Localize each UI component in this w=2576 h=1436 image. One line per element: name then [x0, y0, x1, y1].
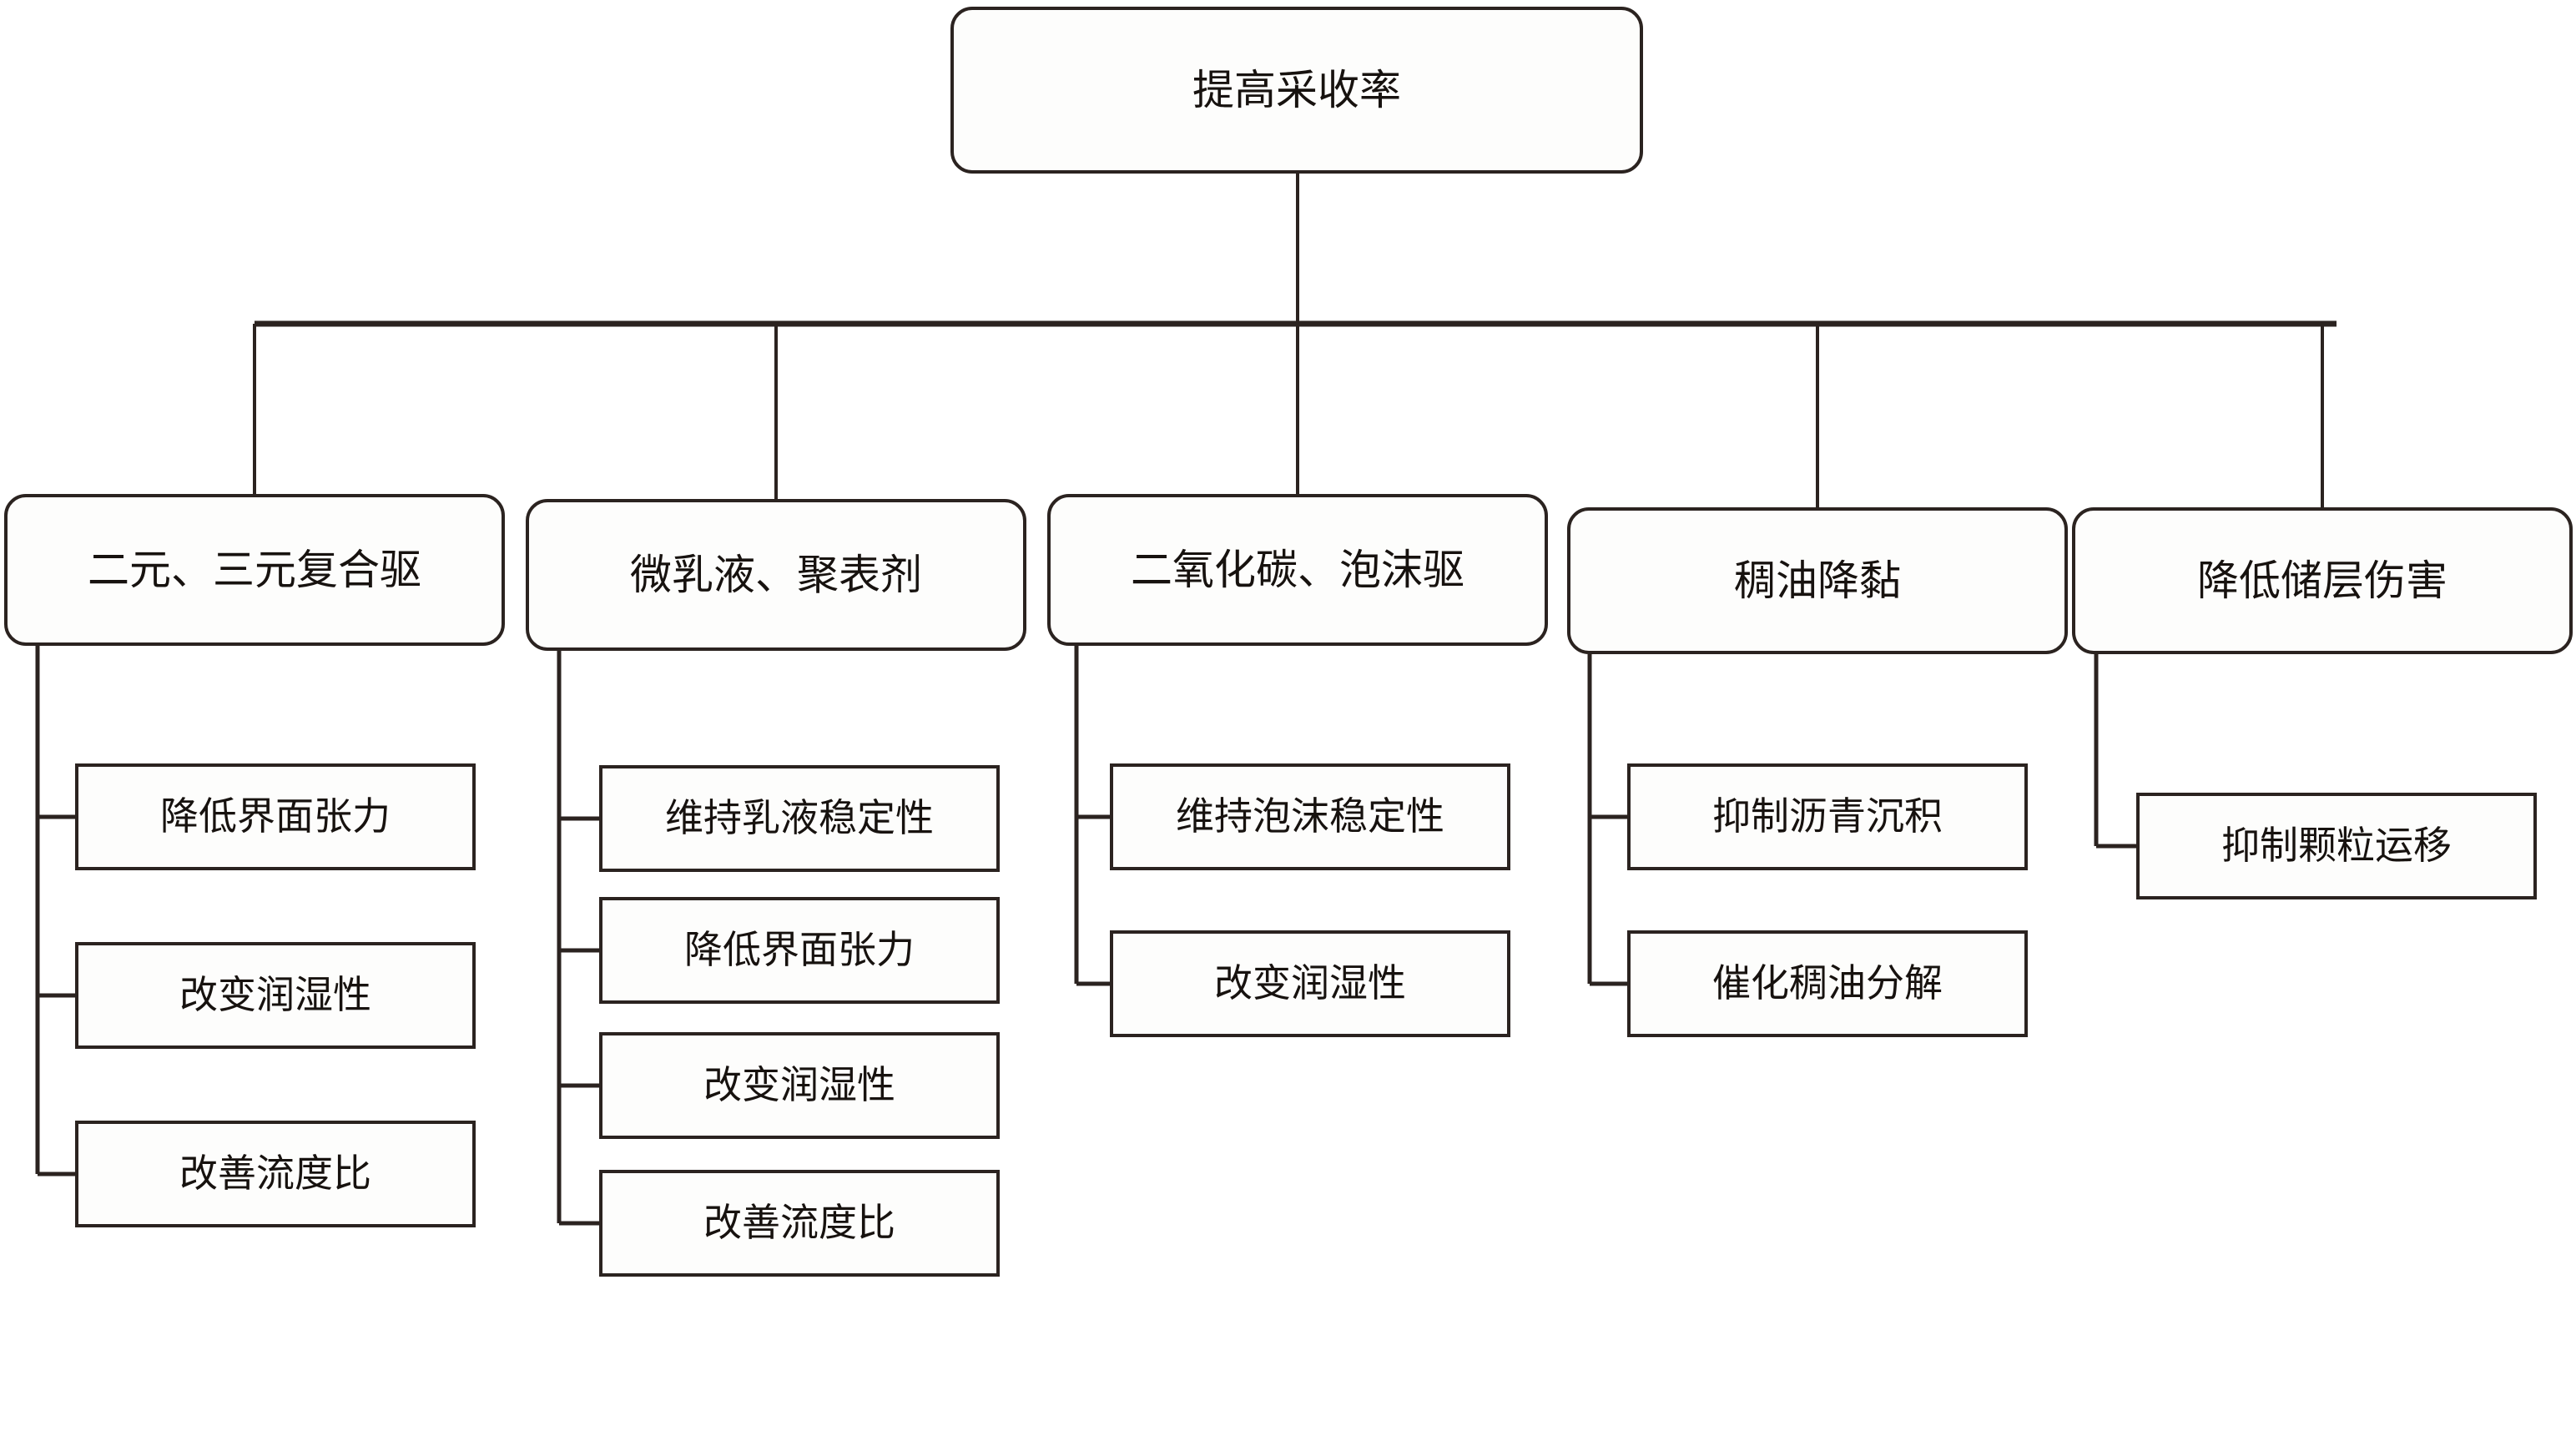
leaf-node-1-2[interactable]: 改变润湿性	[75, 942, 476, 1049]
leaf-node-3-2[interactable]: 改变润湿性	[1110, 930, 1510, 1037]
leaf-node-1-3[interactable]: 改善流度比	[75, 1121, 476, 1227]
branch-node-label: 二氧化碳、泡沫驱	[1131, 546, 1464, 593]
leaf-node-1-1[interactable]: 降低界面张力	[75, 763, 476, 870]
leaf-node-2-1[interactable]: 维持乳液稳定性	[599, 765, 1000, 872]
branch-node-3[interactable]: 二氧化碳、泡沫驱	[1047, 494, 1548, 646]
branch-node-1[interactable]: 二元、三元复合驱	[4, 494, 505, 646]
leaf-node-label: 改善流度比	[703, 1201, 895, 1244]
branch-node-2[interactable]: 微乳液、聚表剂	[526, 499, 1026, 651]
leaf-node-2-4[interactable]: 改善流度比	[599, 1170, 1000, 1277]
leaf-node-2-2[interactable]: 降低界面张力	[599, 897, 1000, 1004]
leaf-node-label: 降低界面张力	[684, 928, 915, 971]
leaf-node-label: 抑制颗粒运移	[2221, 824, 2452, 867]
leaf-node-label: 改变润湿性	[179, 973, 371, 1016]
branch-node-label: 稠油降黏	[1734, 557, 1901, 604]
root-node-enhance-oil-recovery[interactable]: 提高采收率	[950, 7, 1643, 174]
leaf-node-label: 抑制沥青沉积	[1712, 794, 1943, 838]
branch-node-label: 二元、三元复合驱	[88, 546, 421, 593]
leaf-node-label: 维持泡沫稳定性	[1176, 794, 1444, 838]
branch-node-label: 降低储层伤害	[2197, 557, 2447, 604]
leaf-node-label: 改善流度比	[179, 1151, 371, 1195]
branch-node-4[interactable]: 稠油降黏	[1567, 507, 2068, 654]
leaf-node-label: 降低界面张力	[160, 794, 391, 838]
branch-node-label: 微乳液、聚表剂	[630, 551, 922, 598]
leaf-node-4-2[interactable]: 催化稠油分解	[1627, 930, 2028, 1037]
branch-node-5[interactable]: 降低储层伤害	[2072, 507, 2573, 654]
leaf-node-2-3[interactable]: 改变润湿性	[599, 1032, 1000, 1139]
leaf-node-5-1[interactable]: 抑制颗粒运移	[2136, 793, 2537, 899]
leaf-node-3-1[interactable]: 维持泡沫稳定性	[1110, 763, 1510, 870]
leaf-node-label: 催化稠油分解	[1712, 961, 1943, 1005]
root-node-label: 提高采收率	[1192, 66, 1401, 113]
leaf-node-label: 改变润湿性	[703, 1063, 895, 1106]
leaf-node-4-1[interactable]: 抑制沥青沉积	[1627, 763, 2028, 870]
leaf-node-label: 改变润湿性	[1214, 961, 1406, 1005]
leaf-node-label: 维持乳液稳定性	[665, 796, 934, 839]
